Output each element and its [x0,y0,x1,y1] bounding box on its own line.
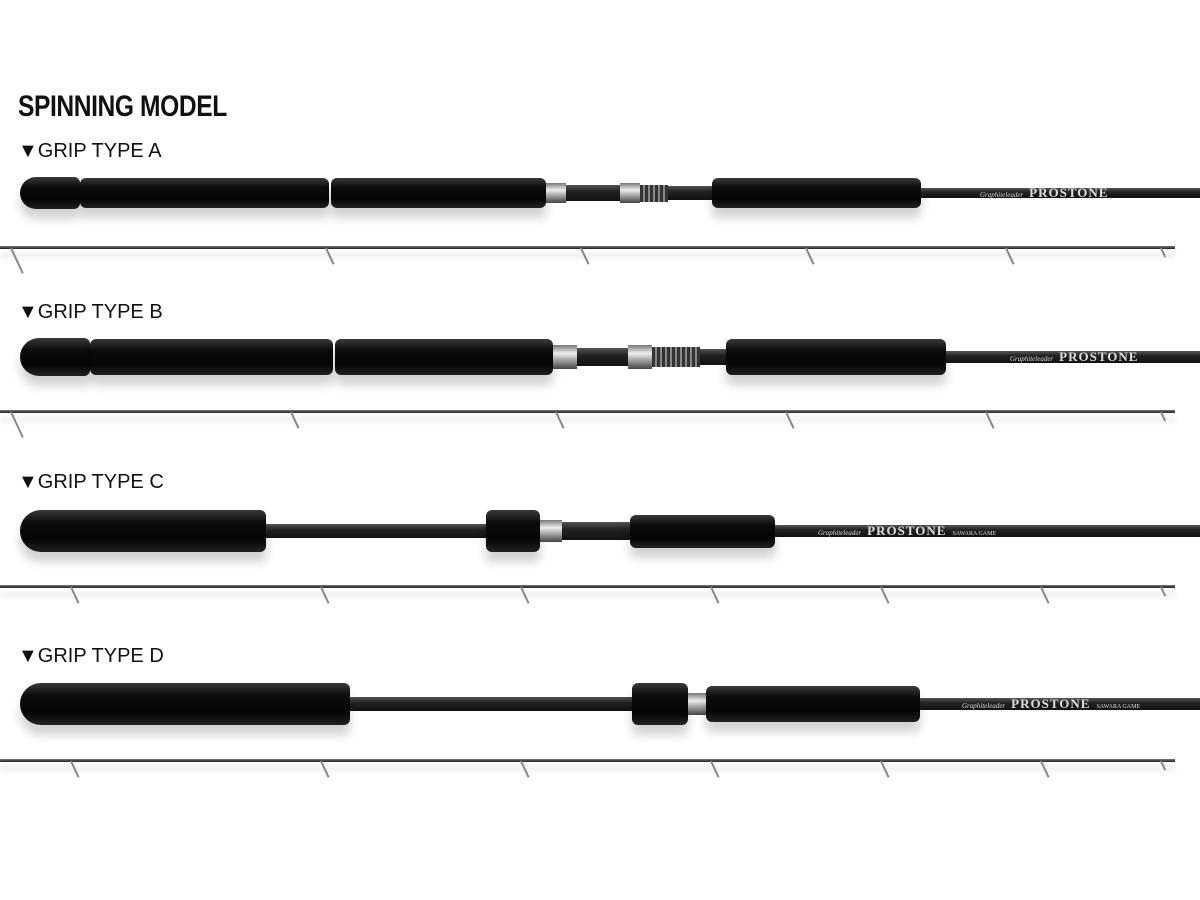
line-guide-icon [785,411,795,429]
rod-foam-section [632,683,688,725]
rod-tip-section [0,759,1175,762]
line-guide-icon [1160,760,1167,771]
brand-name: Graphiteleader [818,529,862,537]
rod-ring-section [546,182,566,204]
logo-text: PROSTONE [867,523,947,538]
line-guide-icon [1160,247,1167,258]
line-guide-icon [325,247,335,265]
rod-thread-section [652,347,700,367]
line-guide-icon [320,760,330,778]
rod-blank-section [775,524,1200,538]
brand-name: Graphiteleader [980,191,1024,199]
line-guide-icon [880,760,890,778]
grip-type-label: ▼GRIP TYPE A [18,140,162,162]
grip-type-label: ▼GRIP TYPE B [18,301,163,323]
rod-ring-section [540,520,562,542]
rod-foam-section [20,683,350,725]
rod-foam-section [20,338,90,376]
rod-foam-section [726,339,946,375]
logo-text: PROSTONE [1059,349,1139,364]
rod-foam-section [80,177,329,209]
rod-foam-section [486,510,540,552]
rod-foam-section [20,176,80,210]
logo-text: PROSTONE [1011,696,1091,711]
line-guide-icon [1160,411,1167,422]
rod-foam-section [630,514,775,548]
line-guide-icon [1160,586,1167,597]
rod-brand-logo: Graphiteleader PROSTONE SAWARA GAME [818,522,996,540]
line-guide-icon [320,586,330,604]
line-guide-icon [1040,760,1050,778]
rod-blank-section [562,522,640,540]
line-guide-icon [520,586,530,604]
brand-name: Graphiteleader [1010,355,1054,363]
rod-tip-section [0,410,1175,413]
logo-text: PROSTONE [1029,185,1109,200]
rod-foam-section [712,177,921,209]
rod-blank-section [350,697,632,711]
rod-tip-section [0,585,1175,588]
line-guide-icon [555,411,565,429]
rod-blank-section [946,351,1200,363]
line-guide-icon [10,411,24,438]
line-guide-icon [10,247,24,274]
brand-name: Graphiteleader [962,702,1006,710]
line-guide-icon [805,247,815,265]
series-name: SAWARA GAME [1096,704,1141,710]
rod-brand-logo: Graphiteleader PROSTONE [1010,348,1144,366]
rod-blank-section [577,348,628,366]
rod-blank-section [266,524,486,538]
line-guide-icon [985,411,995,429]
rod-foam-section [90,339,333,375]
line-guide-icon [70,586,80,604]
line-guide-icon [70,760,80,778]
line-guide-icon [290,411,300,429]
rod-foam-section [706,686,920,722]
line-guide-icon [880,586,890,604]
line-guide-icon [520,760,530,778]
rod-foam-section [20,510,266,552]
grip-type-label: ▼GRIP TYPE D [18,645,164,667]
rod-brand-logo: Graphiteleader PROSTONE SAWARA GAME [962,695,1140,713]
rod-blank-section [566,185,620,201]
series-name: SAWARA GAME [952,531,997,537]
line-guide-icon [710,760,720,778]
rod-ring-section [688,693,706,715]
line-guide-icon [580,247,590,265]
rod-blank-section [700,349,726,365]
rod-blank-section [920,697,1200,711]
rod-tip-section [0,246,1175,249]
rod-foam-section [331,177,546,209]
rod-ring-section [628,345,652,369]
line-guide-icon [1005,247,1015,265]
rod-brand-logo: Graphiteleader PROSTONE [980,184,1114,202]
rod-ring-section [553,345,577,369]
grip-type-label: ▼GRIP TYPE C [18,471,164,493]
line-guide-icon [1040,586,1050,604]
rod-ring-section [620,182,640,204]
rod-foam-section [335,339,553,375]
line-guide-icon [710,586,720,604]
page-title: SPINNING MODEL [18,90,227,123]
rod-blank-section [668,186,712,200]
rod-thread-section [640,184,668,202]
rod-blank-section [921,187,1200,199]
